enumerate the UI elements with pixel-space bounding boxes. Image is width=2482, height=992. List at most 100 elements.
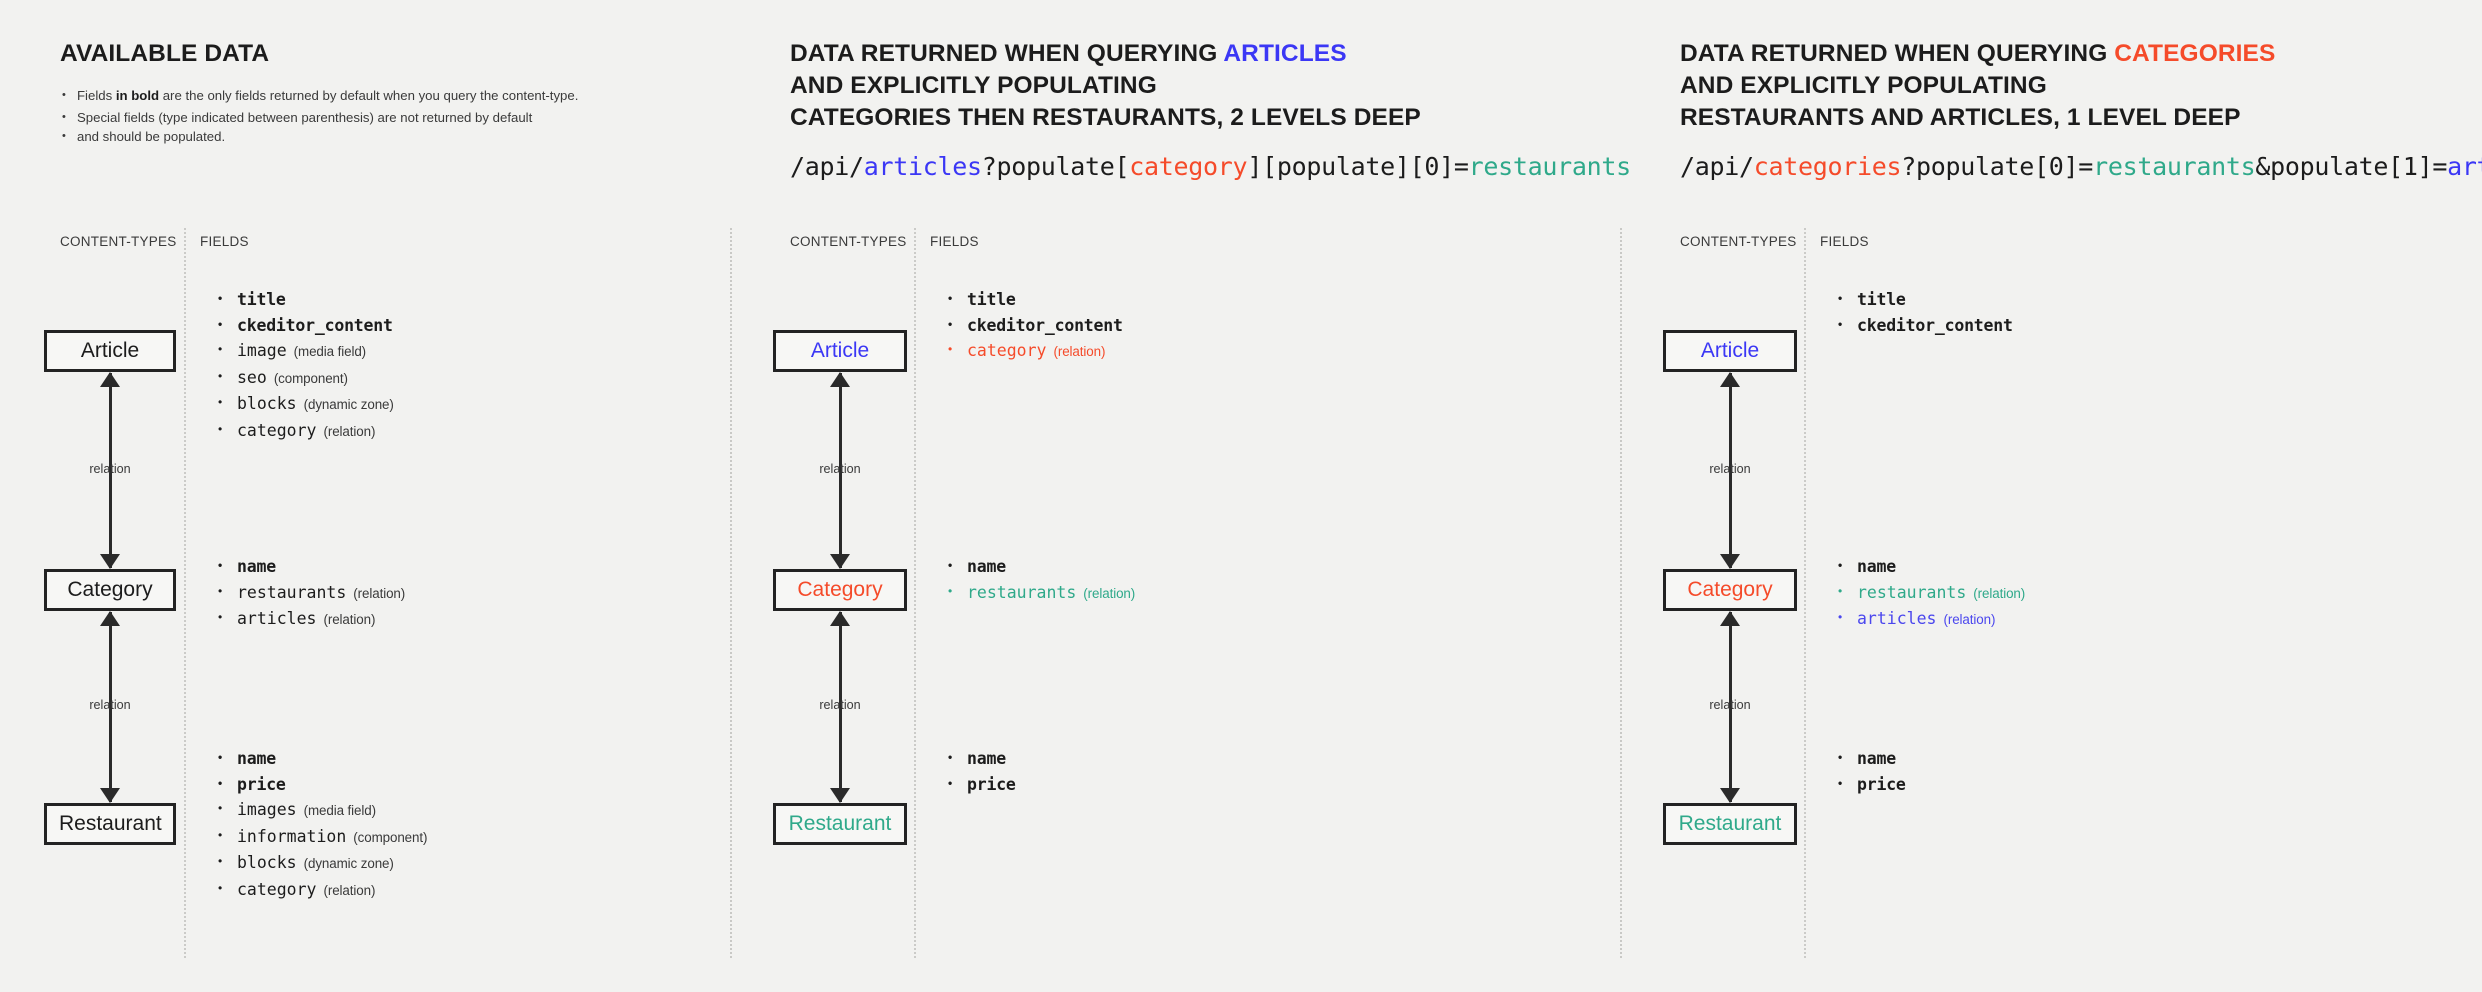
field-type: (media field) xyxy=(293,344,367,359)
intro-notes: Fields in bold are the only fields retur… xyxy=(60,85,620,149)
field-type: (relation) xyxy=(1943,612,1996,627)
heading-line: CATEGORIES THEN RESTAURANTS, 2 LEVELS DE… xyxy=(790,104,1421,131)
field-item: ckeditor_content xyxy=(213,315,733,335)
field-type: (component) xyxy=(273,370,348,386)
api-path-token: articles xyxy=(2447,152,2482,181)
relation-connector xyxy=(827,611,853,803)
content-type-node-category[interactable]: Category xyxy=(773,569,907,611)
intro-bullet: Special fields (type indicated between p… xyxy=(60,107,620,129)
field-item: title xyxy=(1833,289,2353,309)
field-type: (relation) xyxy=(1973,585,2026,601)
heading-line: DATA RETURNED WHEN QUERYING ARTICLES xyxy=(790,40,1347,67)
content-type-node-restaurant[interactable]: Restaurant xyxy=(773,803,907,845)
field-name: restaurants xyxy=(237,582,347,602)
content-type-node-article[interactable]: Article xyxy=(44,330,176,372)
column-label-fields: FIELDS xyxy=(1820,234,1869,249)
field-type: (relation) xyxy=(353,585,406,601)
relation-label: relation xyxy=(819,698,861,712)
field-name: title xyxy=(237,290,286,309)
connector-shaft xyxy=(839,373,842,568)
field-name: name xyxy=(967,749,1006,768)
field-name: articles xyxy=(1857,609,1937,628)
relation-connector xyxy=(827,372,853,569)
content-type-node-category[interactable]: Category xyxy=(1663,569,1797,611)
content-type-node-restaurant[interactable]: Restaurant xyxy=(44,803,176,845)
field-name: category xyxy=(237,420,317,440)
fields-group-restaurant: name price xyxy=(943,748,1463,800)
field-name: title xyxy=(967,290,1016,309)
field-name: blocks xyxy=(237,394,297,413)
field-item: restaurants(relation) xyxy=(1833,582,2353,603)
relation-connector xyxy=(1717,611,1743,803)
api-path-token: restaurants xyxy=(1468,152,1632,181)
fields-group-article: title ckeditor_content xyxy=(1833,289,2353,341)
fields-group-category: namerestaurants(relation)articles(relati… xyxy=(213,556,733,636)
heading-line: AND EXPLICITLY POPULATING xyxy=(1680,72,2047,99)
relation-label: relation xyxy=(1709,698,1751,712)
arrow-head-up-icon xyxy=(830,372,850,387)
field-item: information(component) xyxy=(213,826,733,847)
column-label-fields: FIELDS xyxy=(930,234,979,249)
connector-shaft xyxy=(1729,373,1732,568)
fields-group-restaurant: namepriceimages(media field)information(… xyxy=(213,748,733,906)
field-name: blocks xyxy=(237,853,297,872)
column-label-content-types: CONTENT-TYPES xyxy=(1680,234,1797,249)
api-path-token: /api/ xyxy=(1680,152,1754,181)
content-type-node-restaurant[interactable]: Restaurant xyxy=(1663,803,1797,845)
inner-column-divider xyxy=(914,228,916,958)
relation-label: relation xyxy=(89,461,131,476)
connector-shaft xyxy=(109,612,112,802)
inner-column-divider xyxy=(184,228,186,958)
inner-column-divider xyxy=(1804,228,1806,958)
field-item: seo (component) xyxy=(213,367,733,388)
heading-keyword: CATEGORIES xyxy=(2114,40,2276,67)
field-name: images xyxy=(237,800,297,819)
api-path: /api/categories?populate[0]=restaurants&… xyxy=(1680,152,2482,181)
fields-group-category: namerestaurants(relation) xyxy=(943,556,1463,609)
api-path-token: ?populate[ xyxy=(981,152,1130,181)
field-type: (relation) xyxy=(1053,344,1106,359)
field-type: (relation) xyxy=(323,612,376,627)
field-name: price xyxy=(1857,774,1906,794)
heading-line: DATA RETURNED WHEN QUERYING CATEGORIES xyxy=(1680,40,2276,67)
content-type-node-article[interactable]: Article xyxy=(773,330,907,372)
arrow-head-down-icon xyxy=(830,788,850,803)
content-type-node-category[interactable]: Category xyxy=(44,569,176,611)
relation-connector xyxy=(97,611,123,803)
heading-line: AVAILABLE DATA xyxy=(60,40,270,67)
field-item: restaurants(relation) xyxy=(943,582,1463,603)
arrow-head-up-icon xyxy=(1720,611,1740,626)
field-name: price xyxy=(967,774,1016,794)
field-item: title xyxy=(943,289,1463,309)
arrow-head-up-icon xyxy=(100,611,120,626)
field-item: ckeditor_content xyxy=(1833,315,2353,335)
api-path-token: ][populate][0]= xyxy=(1247,152,1469,181)
field-name: ckeditor_content xyxy=(967,315,1123,335)
field-name: seo xyxy=(237,367,267,387)
field-item: price xyxy=(943,774,1463,794)
intro-bullet: Fields in bold are the only fields retur… xyxy=(60,85,620,107)
connector-shaft xyxy=(839,612,842,802)
api-path-token: categories xyxy=(1753,152,1902,181)
field-type: (component) xyxy=(353,829,428,845)
column-label-content-types: CONTENT-TYPES xyxy=(60,234,177,249)
heading-keyword: ARTICLES xyxy=(1223,40,1347,67)
content-type-node-article[interactable]: Article xyxy=(1663,330,1797,372)
heading-line: RESTAURANTS AND ARTICLES, 1 LEVEL DEEP xyxy=(1680,104,2241,131)
field-name: name xyxy=(1857,749,1896,768)
field-item: name xyxy=(943,748,1463,768)
field-item: name xyxy=(1833,556,2353,576)
api-path-token: restaurants xyxy=(2093,152,2256,181)
panel-query-categories: DATA RETURNED WHEN QUERYING CATEGORIES AN… xyxy=(1620,0,2482,992)
api-path-token: &populate[1]= xyxy=(2255,152,2448,181)
field-item: name xyxy=(1833,748,2353,768)
field-name: ckeditor_content xyxy=(237,315,393,335)
arrow-head-up-icon xyxy=(1720,372,1740,387)
field-item: ckeditor_content xyxy=(943,315,1463,335)
column-label-content-types: CONTENT-TYPES xyxy=(790,234,907,249)
field-name: name xyxy=(237,557,276,576)
fields-group-article: titleckeditor_contentcategory(relation) xyxy=(943,289,1463,368)
field-item: articles (relation) xyxy=(1833,608,2353,629)
